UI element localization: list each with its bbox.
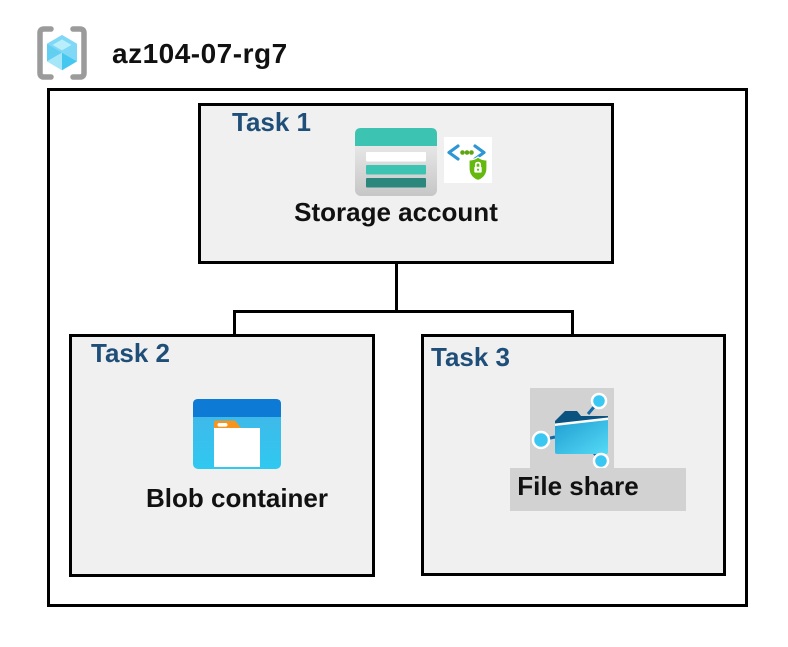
- connector-storage-down: [395, 235, 398, 312]
- connector-branch-horizontal: [233, 310, 574, 313]
- sas-security-icon: [444, 137, 492, 183]
- blob-container-icon: [193, 399, 281, 469]
- file-share-label: File share: [517, 471, 639, 501]
- task1-label: Task 1: [232, 107, 312, 137]
- file-share-icon: [530, 388, 614, 468]
- task2-label: Task 2: [91, 338, 171, 368]
- resource-group-icon: [34, 24, 90, 82]
- storage-account-icon: [355, 128, 437, 196]
- resource-group-name: az104-07-rg7: [112, 38, 288, 69]
- storage-account-label: Storage account: [294, 197, 498, 227]
- blob-container-label: Blob container: [145, 483, 329, 513]
- task3-box: [421, 334, 726, 576]
- file-share-label-background: [510, 468, 686, 511]
- task3-label: Task 3: [431, 342, 511, 372]
